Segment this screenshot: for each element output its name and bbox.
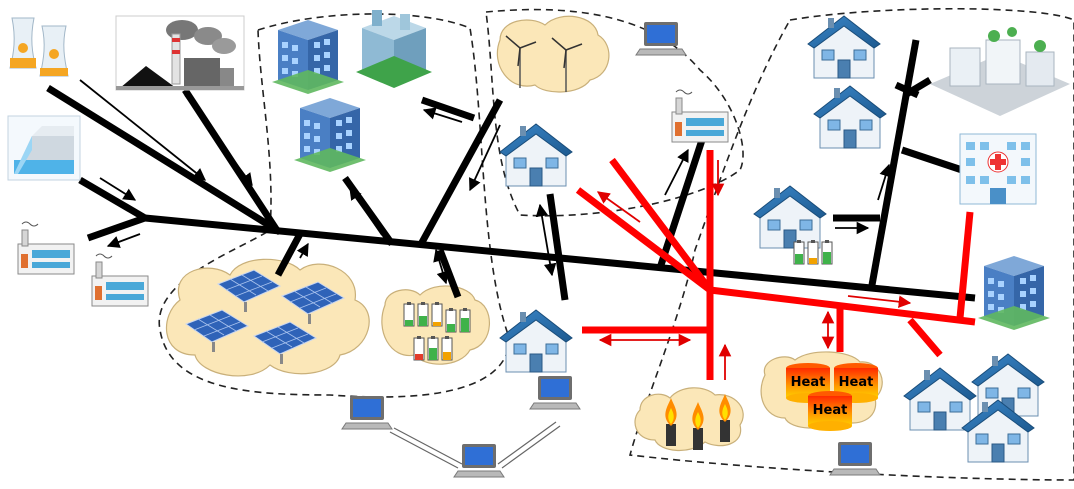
heat-tank-icon-1: Heat [786, 363, 830, 403]
laptop-icon-east[interactable] [829, 441, 881, 476]
laptop-icon-bottom[interactable] [453, 443, 505, 478]
nuclear-plant-icon [9, 17, 69, 77]
cloud-heat-sources [634, 387, 744, 451]
heat-tank-label-3: Heat [813, 403, 848, 418]
line-solar-farm [274, 232, 304, 277]
line-house-center [546, 193, 569, 301]
line-hydro [78, 176, 147, 222]
factory-icon-west-2 [91, 253, 149, 307]
heat-tank-label-2: Heat [839, 375, 874, 390]
boundary-heat-district [628, 7, 1074, 481]
boundary-urban-district [158, 13, 511, 398]
factory-icon-west-1 [17, 221, 75, 275]
line-east-vertical [868, 39, 920, 286]
line-factory-center [656, 138, 706, 270]
hydro-dam-icon [7, 115, 81, 181]
apartment-building-icon-2 [294, 98, 366, 172]
house-icon-east-bottom-1 [903, 367, 977, 431]
coal-plant-icon [115, 15, 245, 91]
house-icon-east-top-2 [813, 85, 887, 149]
line-apartment-top [420, 96, 476, 122]
heat-tank-icon-3: Heat [808, 391, 852, 431]
house-icon-solar-center [499, 123, 573, 187]
cloud-wind-farm [496, 15, 610, 93]
communication-links [389, 421, 561, 469]
battery-storage [403, 301, 471, 361]
campus-buildings-icon [930, 27, 1070, 116]
wind-turbines-icon [505, 35, 583, 92]
flow-arrows-red [596, 160, 912, 380]
house-icon-east-top-1 [807, 15, 881, 79]
line-wind-branch [416, 98, 504, 248]
factory-icon-center [671, 89, 729, 143]
line-coal [182, 88, 281, 234]
heat-diag-2 [609, 157, 713, 293]
heat-tank-label-1: Heat [791, 375, 826, 390]
house-icon-east-solar [753, 185, 827, 249]
heat-to-hospital [956, 211, 974, 319]
area-boundaries [158, 7, 1074, 481]
electricity-network [46, 39, 976, 302]
house-icon-center-south [499, 309, 573, 373]
cloud-solar-farm [165, 258, 370, 377]
heat-tank-icon-2: Heat [834, 363, 878, 403]
line-nuclear [46, 85, 282, 235]
heat-to-houses-east [907, 317, 943, 358]
heat-network [575, 150, 976, 380]
laptop-icon-west[interactable] [341, 395, 393, 430]
line-east-hospital [900, 146, 964, 174]
boundary-renewable-district [485, 8, 744, 217]
line-apartment-west [342, 175, 395, 247]
home-battery-icon [793, 239, 833, 265]
heat-main-diag [575, 187, 713, 293]
heat-storage: Heat Heat Heat [786, 363, 878, 431]
office-tower-icon [356, 10, 432, 88]
line-factory-west [86, 214, 147, 242]
flow-arrows-black [79, 79, 892, 285]
laptop-icon-north[interactable] [635, 21, 687, 56]
apartment-building-icon-1 [272, 20, 344, 94]
apartment-building-icon-east [978, 256, 1050, 330]
hospital-icon [959, 133, 1037, 205]
line-east-top-campus [903, 76, 932, 99]
heat-east-line [709, 286, 976, 326]
laptop-icon-center[interactable] [529, 375, 581, 410]
